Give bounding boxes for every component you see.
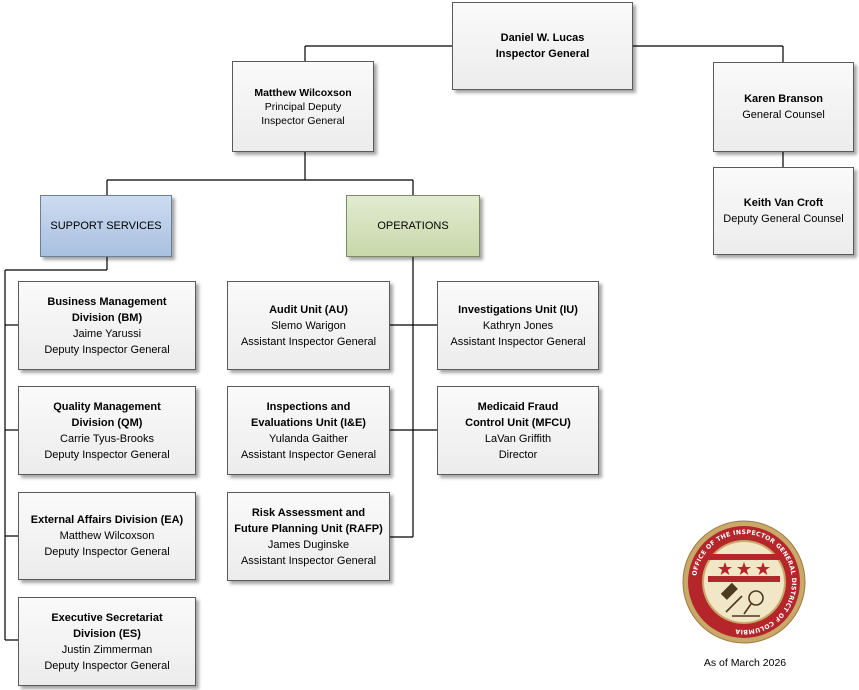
unit-name-1: Quality Management — [53, 400, 161, 413]
support-unit-qm: Quality Management Division (QM) Carrie … — [18, 386, 196, 475]
unit-person: Kathryn Jones — [482, 319, 554, 332]
ops-unit-mfcu: Medicaid Fraud Control Unit (MFCU) LaVan… — [437, 386, 599, 475]
unit-person: LaVan Griffith — [484, 432, 552, 445]
ops-unit-rafp: Risk Assessment and Future Planning Unit… — [227, 492, 390, 581]
unit-title: Assistant Inspector General — [450, 335, 586, 348]
dgc-name: Keith Van Croft — [743, 197, 824, 209]
pd-name: Matthew Wilcoxson — [254, 86, 352, 99]
unit-title: Assistant Inspector General — [240, 448, 377, 461]
unit-title: Assistant Inspector General — [240, 335, 377, 348]
unit-name-1: Executive Secretariat — [51, 611, 163, 624]
unit-name-2: Control Unit (MFCU) — [465, 416, 571, 429]
operations-box: OPERATIONS — [346, 195, 480, 257]
unit-name-1: External Affairs Division (EA) — [30, 514, 184, 526]
ig-name: Daniel W. Lucas — [500, 32, 585, 44]
unit-name-2: Evaluations Unit (I&E) — [251, 416, 366, 429]
deputy-general-counsel-box: Keith Van Croft Deputy General Counsel — [713, 167, 854, 255]
unit-name-2: Future Planning Unit (RAFP) — [234, 522, 383, 535]
general-counsel-box: Karen Branson General Counsel — [713, 62, 854, 152]
oig-seal-logo: OFFICE OF THE INSPECTOR GENERAL DISTRICT… — [682, 520, 806, 644]
unit-name-2: Division (BM) — [71, 311, 143, 324]
unit-title: Deputy Inspector General — [44, 546, 170, 558]
gc-name: Karen Branson — [744, 93, 823, 105]
unit-name-1: Risk Assessment and — [251, 506, 366, 519]
pd-title-2: Inspector General — [261, 114, 345, 127]
unit-name-1: Investigations Unit (IU) — [458, 303, 578, 316]
unit-name-2: Division (QM) — [71, 416, 143, 429]
unit-title: Deputy Inspector General — [44, 659, 170, 672]
unit-person: Yulanda Gaither — [269, 432, 348, 445]
unit-name-1: Medicaid Fraud — [477, 400, 559, 413]
ops-unit-iu: Investigations Unit (IU) Kathryn Jones A… — [437, 281, 599, 370]
ig-title: Inspector General — [495, 48, 590, 60]
dgc-title: Deputy General Counsel — [723, 213, 844, 225]
unit-name-2: Division (ES) — [73, 627, 141, 640]
unit-title: Deputy Inspector General — [44, 448, 170, 461]
inspector-general-box: Daniel W. Lucas Inspector General — [452, 2, 633, 90]
ops-unit-ie: Inspections and Evaluations Unit (I&E) Y… — [227, 386, 390, 475]
gc-title: General Counsel — [742, 109, 825, 121]
ops-unit-au: Audit Unit (AU) Slemo Warigon Assistant … — [227, 281, 390, 370]
operations-label: OPERATIONS — [377, 220, 449, 232]
unit-person: Slemo Warigon — [271, 319, 346, 332]
support-services-box: SUPPORT SERVICES — [40, 195, 172, 257]
support-unit-ea: External Affairs Division (EA) Matthew W… — [18, 492, 196, 580]
as-of-date: As of March 2026 — [703, 657, 787, 669]
unit-person: Justin Zimmerman — [61, 643, 153, 656]
unit-title: Assistant Inspector General — [240, 554, 377, 567]
unit-title: Director — [498, 448, 538, 461]
unit-person: James Duginske — [267, 538, 350, 551]
unit-name-1: Business Management — [47, 295, 167, 308]
unit-person: Jaime Yarussi — [72, 327, 142, 340]
unit-person: Matthew Wilcoxson — [59, 530, 155, 542]
support-unit-es: Executive Secretariat Division (ES) Just… — [18, 597, 196, 686]
unit-person: Carrie Tyus-Brooks — [60, 432, 154, 445]
principal-deputy-box: Matthew Wilcoxson Principal Deputy Inspe… — [232, 61, 374, 152]
unit-name-1: Inspections and — [266, 400, 351, 413]
unit-title: Deputy Inspector General — [44, 343, 170, 356]
pd-title-1: Principal Deputy — [264, 100, 342, 113]
unit-name-1: Audit Unit (AU) — [269, 303, 348, 316]
support-services-label: SUPPORT SERVICES — [50, 220, 162, 232]
support-unit-bm: Business Management Division (BM) Jaime … — [18, 281, 196, 370]
